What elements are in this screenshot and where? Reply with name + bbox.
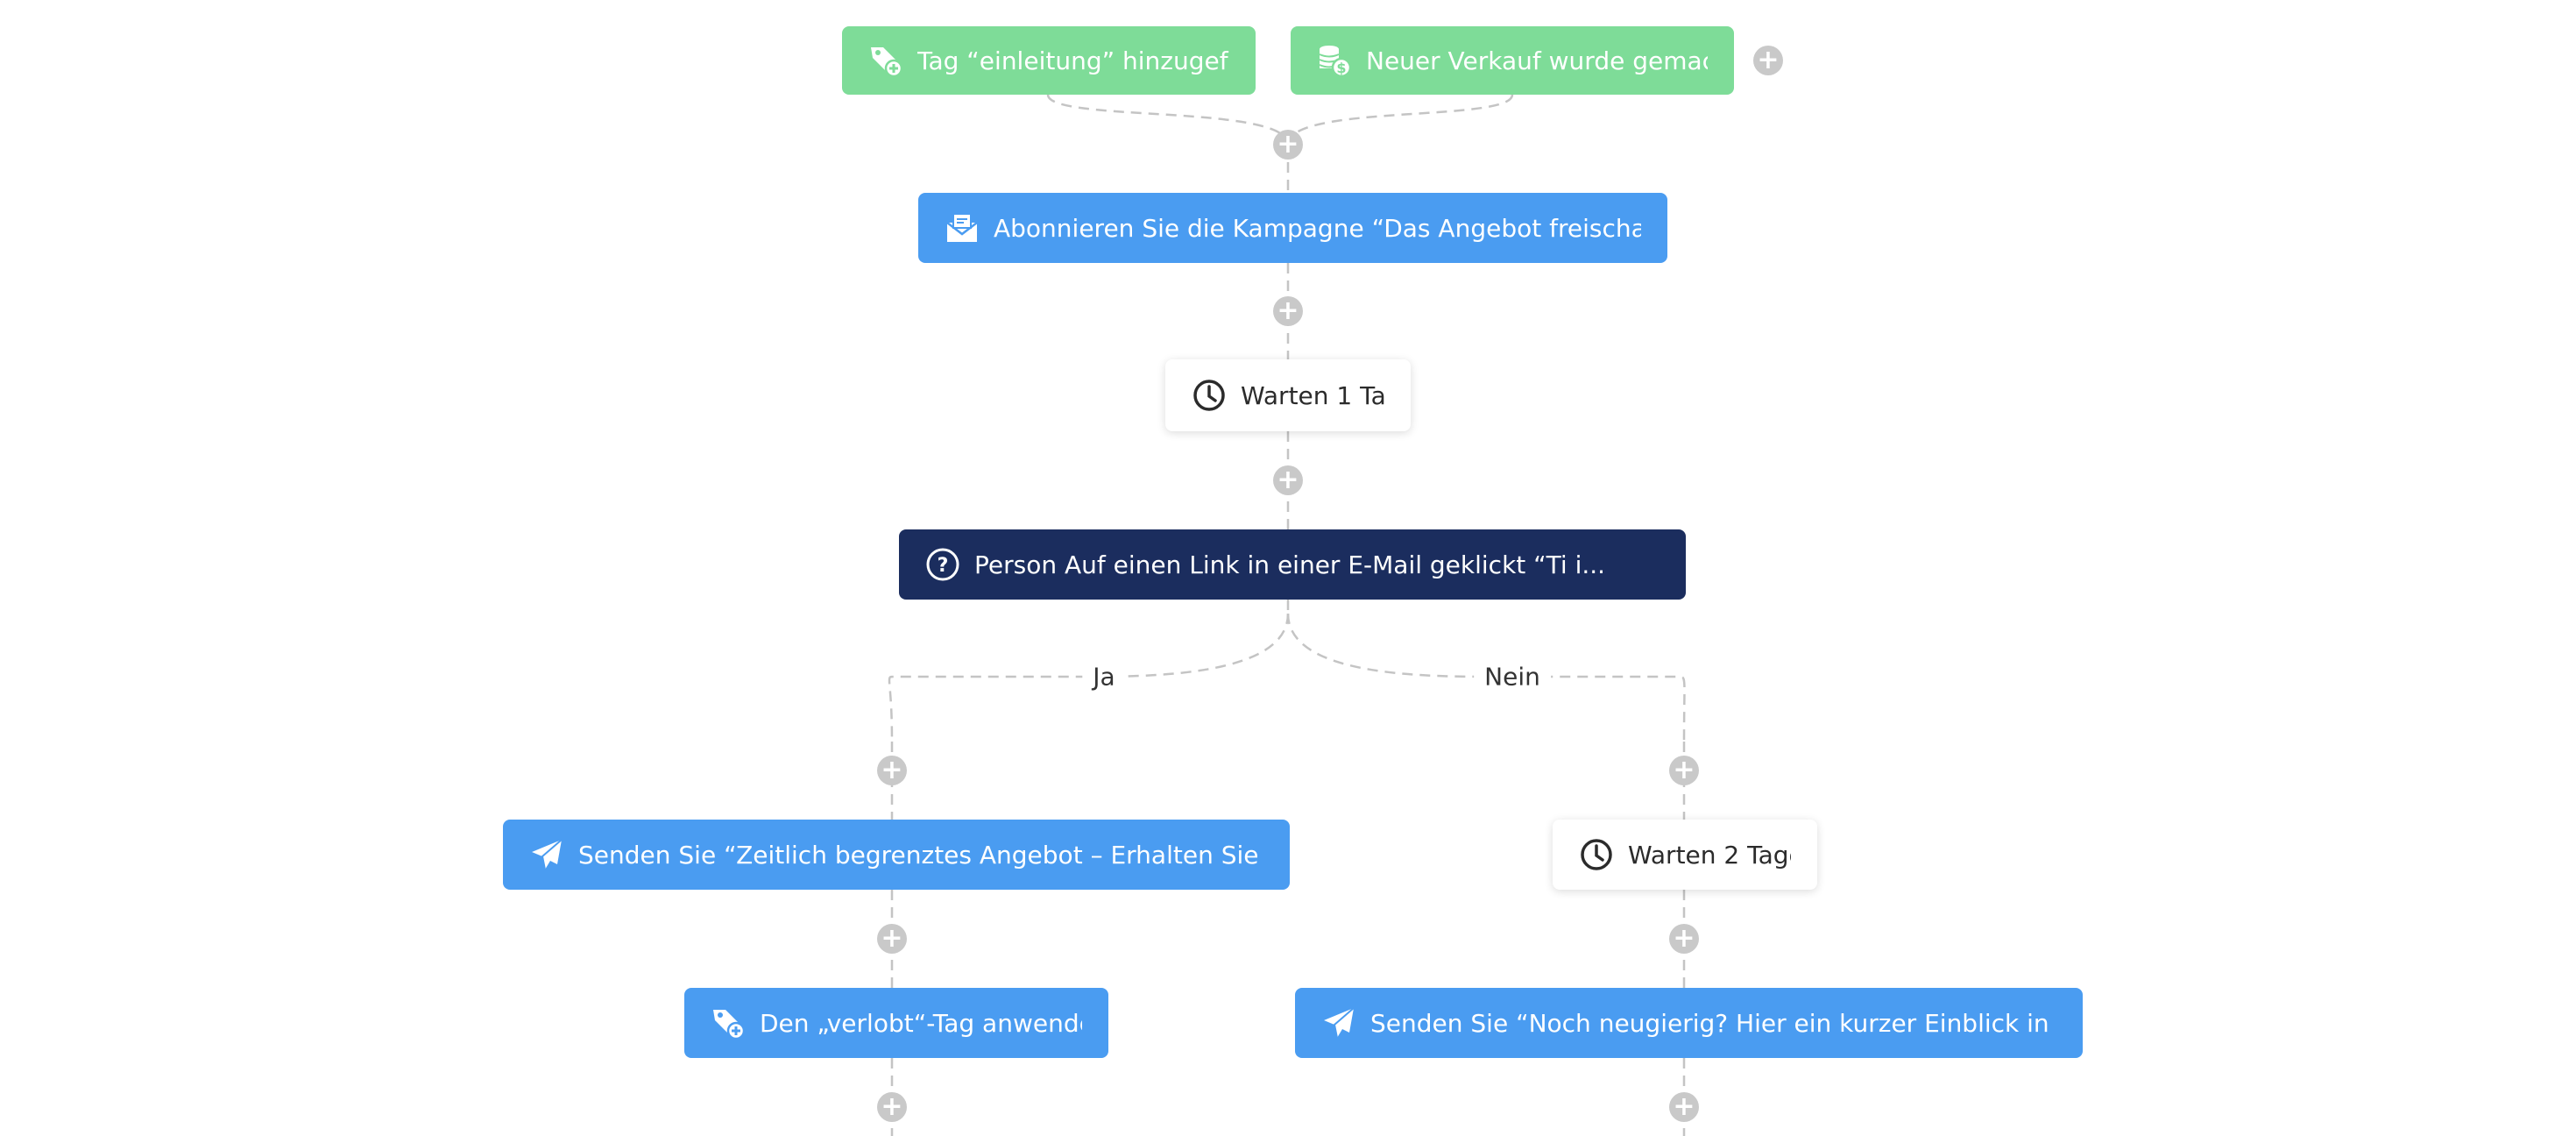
branch-label-yes: Ja [1082,662,1126,692]
tag-add-icon [711,1005,746,1040]
svg-text:?: ? [938,555,949,577]
add-step-button-no[interactable]: + [1669,924,1699,954]
action-label: Senden Sie “Noch neugierig? Hier ein kur… [1370,1008,2056,1038]
connector-branch-no [1286,613,1686,742]
add-trigger-button[interactable]: + [1753,46,1783,75]
add-step-button-yes[interactable]: + [877,924,907,954]
action-label: Abonnieren Sie die Kampagne “Das Angebot… [994,213,1641,243]
add-step-button[interactable]: + [1273,465,1303,495]
add-step-button-yes[interactable]: + [877,1092,907,1122]
paper-plane-icon [1321,1005,1356,1040]
clock-icon [1579,837,1614,872]
svg-text:$: $ [1336,60,1346,76]
action-apply-tag[interactable]: Den „verlobt“-Tag anwenden [684,988,1108,1058]
condition-link-clicked[interactable]: ? Person Auf einen Link in einer E-Mail … [899,529,1686,600]
connector-trigger-2 [1286,94,1514,146]
action-label: Den „verlobt“-Tag anwenden [760,1008,1082,1038]
mail-subscribe-icon [945,210,980,245]
action-send-email-yes[interactable]: Senden Sie “Zeitlich begrenztes Angebot … [503,820,1290,890]
tag-add-icon [868,43,903,78]
wait-step-1-day[interactable]: Warten 1 Tag [1165,359,1411,431]
condition-label: Person Auf einen Link in einer E-Mail ge… [974,550,1606,579]
add-step-button[interactable]: + [1273,130,1303,160]
trigger-tag-added[interactable]: Tag “einleitung” hinzugefügt [842,26,1256,95]
wait-label: Warten 1 Tag [1241,380,1384,410]
paper-plane-icon [529,837,564,872]
action-send-email-no[interactable]: Senden Sie “Noch neugierig? Hier ein kur… [1295,988,2083,1058]
question-circle-icon: ? [925,547,960,582]
connector-trigger-1 [1046,94,1290,146]
trigger-label: Neuer Verkauf wurde gemacht [1366,46,1708,75]
add-step-button-no[interactable]: + [1669,756,1699,785]
add-step-button-yes[interactable]: + [877,756,907,785]
clock-icon [1192,378,1227,413]
wait-label: Warten 2 Tage [1628,840,1791,870]
add-step-button[interactable]: + [1273,296,1303,326]
action-subscribe-campaign[interactable]: Abonnieren Sie die Kampagne “Das Angebot… [918,193,1667,263]
coins-dollar-icon: $ [1317,43,1352,78]
action-label: Senden Sie “Zeitlich begrenztes Angebot … [578,840,1263,870]
wait-step-2-days[interactable]: Warten 2 Tage [1553,820,1817,890]
branch-label-no: Nein [1474,662,1551,692]
add-step-button-no[interactable]: + [1669,1092,1699,1122]
trigger-new-sale[interactable]: $ Neuer Verkauf wurde gemacht [1291,26,1734,95]
trigger-label: Tag “einleitung” hinzugefügt [917,46,1229,75]
